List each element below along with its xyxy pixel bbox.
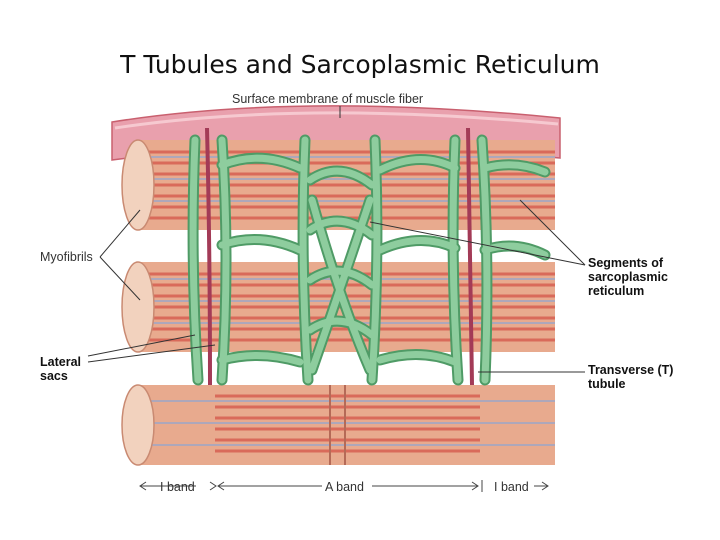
page-title: T Tubules and Sarcoplasmic Reticulum xyxy=(120,50,600,79)
i-band-right-label: I band xyxy=(494,480,529,494)
lateral-sacs-label: Lateral sacs xyxy=(40,355,81,383)
a-band-label: A band xyxy=(325,480,364,494)
segments-label: Segments of sarcoplasmic reticulum xyxy=(588,256,668,298)
myofibril-end-1 xyxy=(121,139,155,231)
band-axis xyxy=(139,480,549,492)
surface-membrane-highlight xyxy=(114,111,559,130)
myofibril-leader-2 xyxy=(99,256,141,301)
leader-lines xyxy=(87,106,586,373)
myofibril-leader-1 xyxy=(99,209,141,258)
myofibrils-label: Myofibrils xyxy=(40,250,93,264)
lateral-sacs-leader-1 xyxy=(87,334,196,357)
i-band-left-label: I band xyxy=(160,480,195,494)
surface-membrane-label: Surface membrane of muscle fiber xyxy=(232,92,424,106)
lateral-sacs-leader-2 xyxy=(87,344,216,363)
myofibril-3 xyxy=(135,385,555,465)
myofibril-end-2 xyxy=(121,261,155,353)
sarcoplasmic-reticulum-fill xyxy=(189,136,549,384)
segments-leader-1 xyxy=(519,199,586,266)
segments-leader-2 xyxy=(369,221,586,266)
t-tubule-label: Transverse (T) tubule xyxy=(588,363,674,391)
myofibril-end-3 xyxy=(121,384,155,466)
